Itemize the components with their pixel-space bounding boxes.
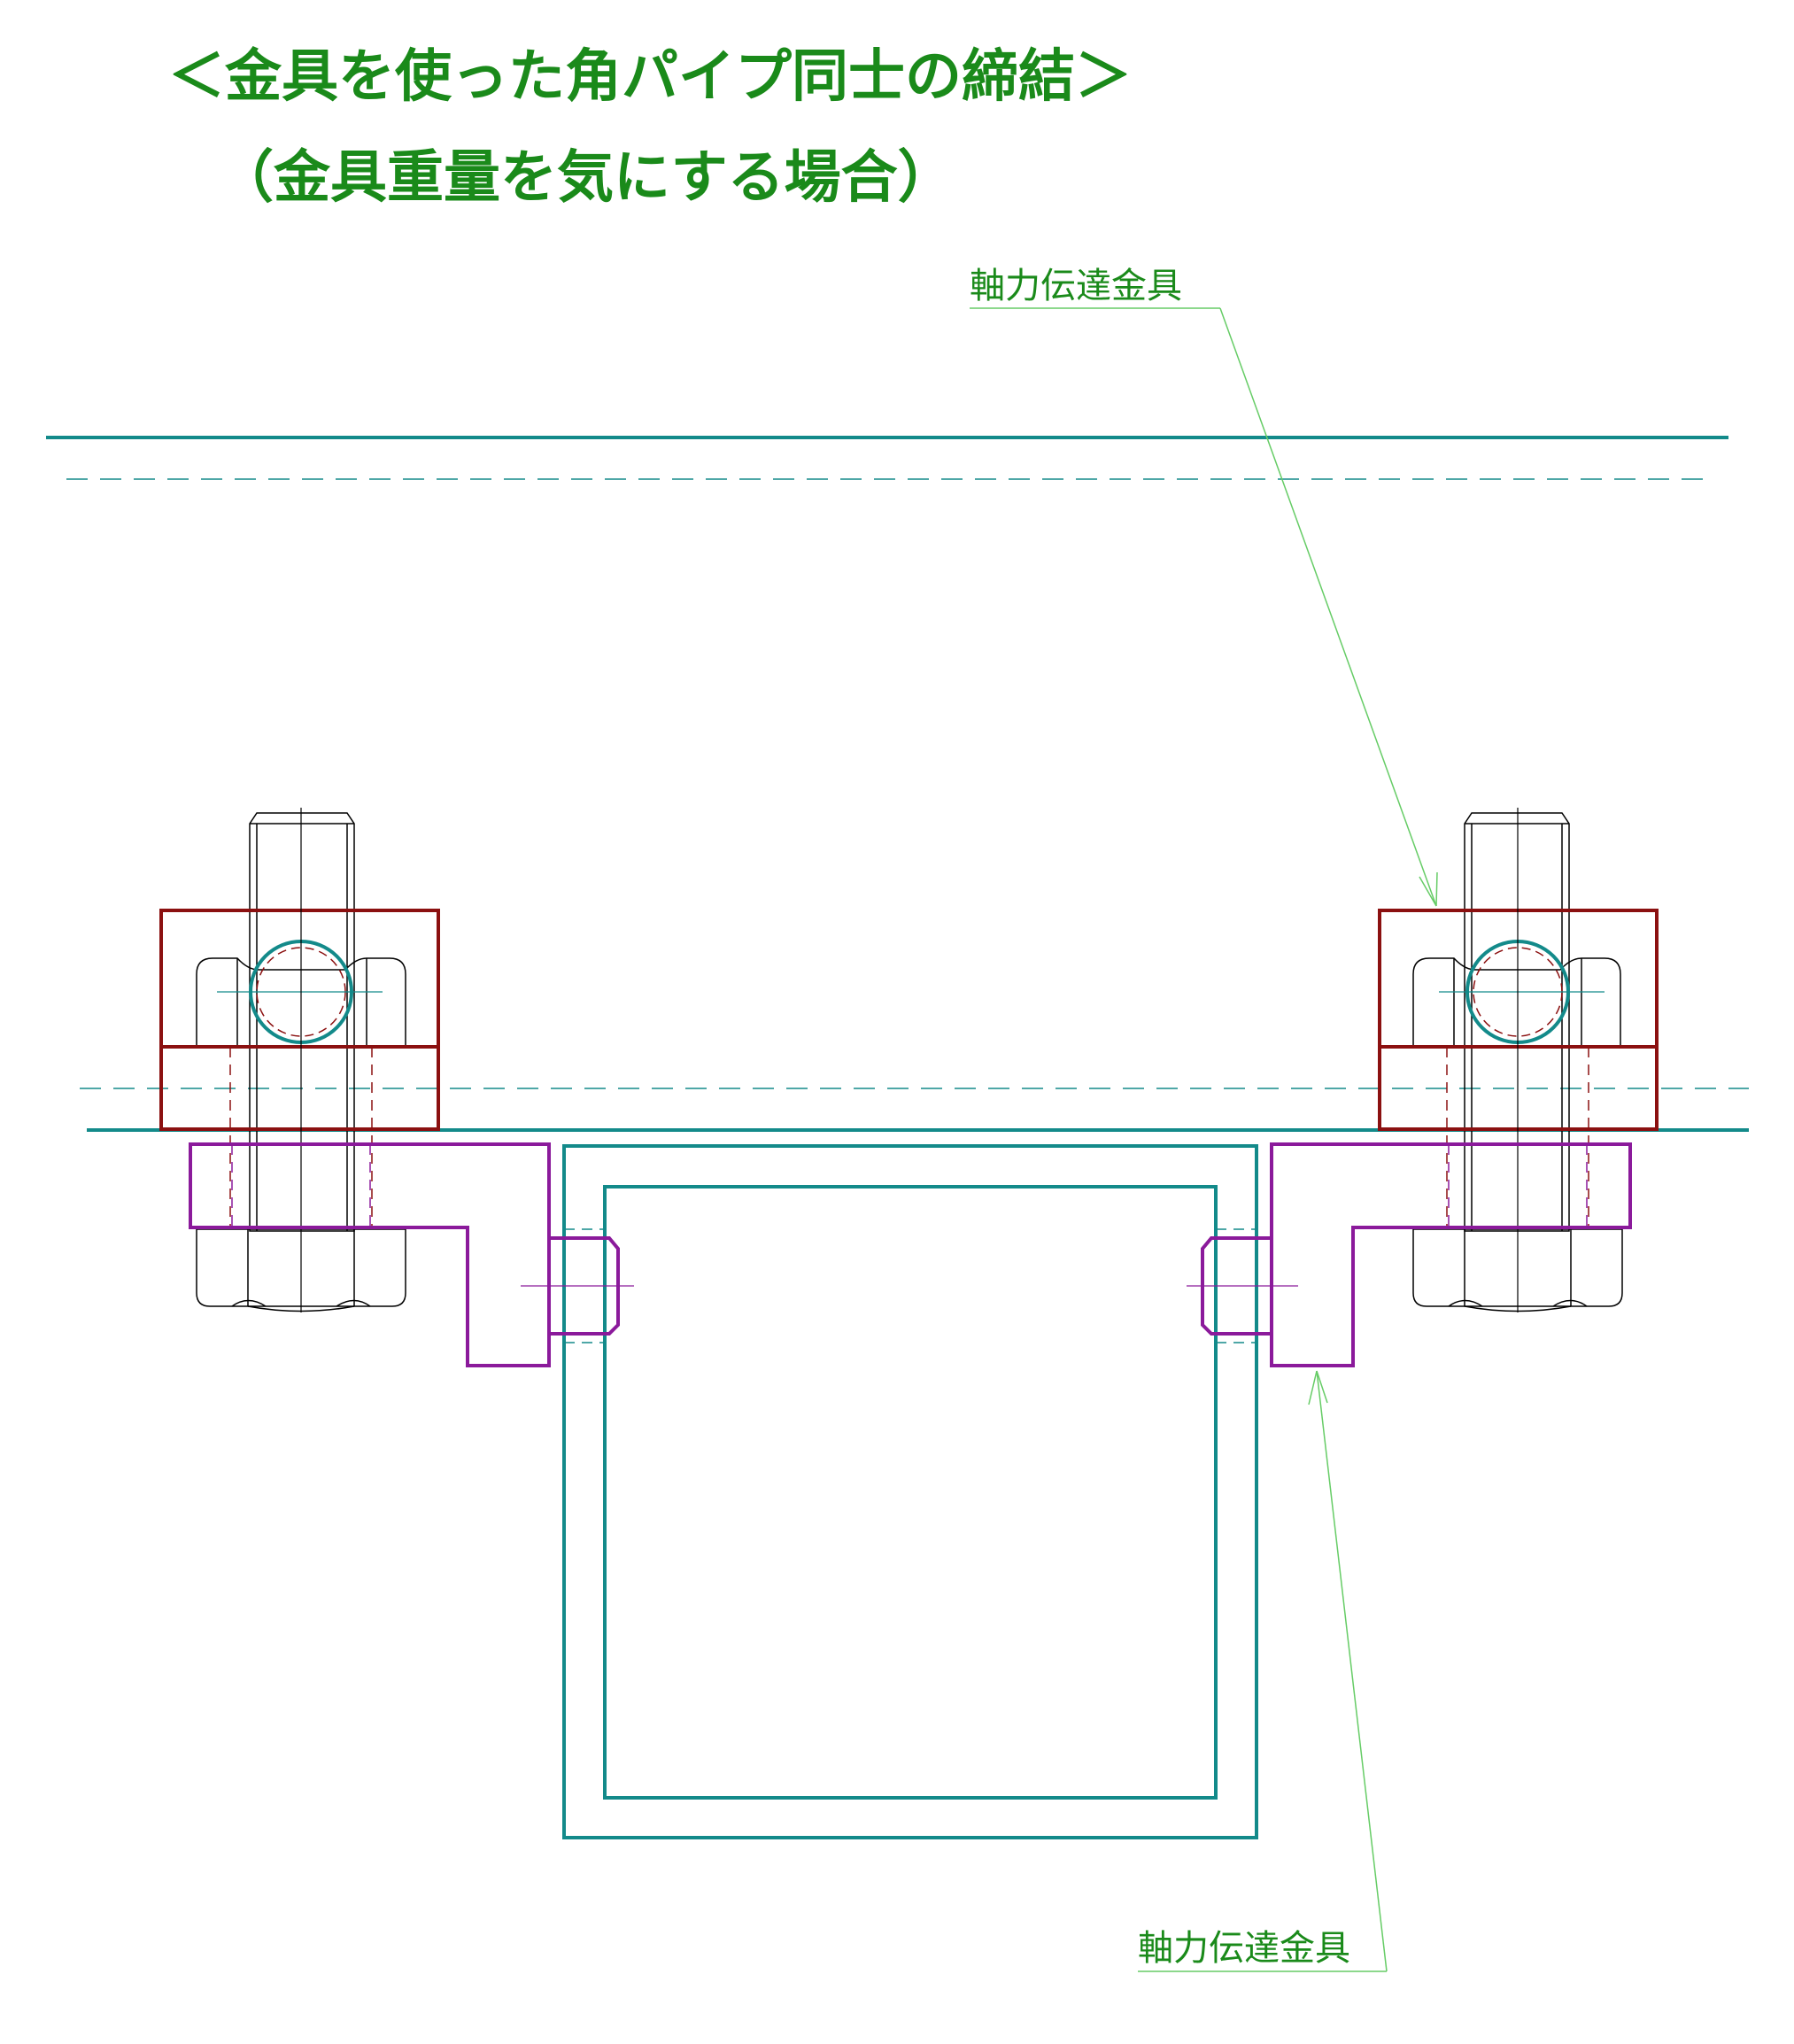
right-pin	[1187, 1228, 1298, 1343]
leader-top: 軸力伝達金具	[970, 266, 1438, 907]
left-bracket-upper	[159, 909, 440, 1049]
left-bolt-head	[196, 1228, 406, 1312]
left-bracket-hole-hidden	[229, 1047, 373, 1229]
left-pin	[521, 1228, 634, 1343]
left-bolt-assembly	[159, 808, 440, 1312]
leader-top-arrowhead	[1419, 871, 1438, 907]
leader-bottom: 軸力伝達金具	[1138, 1370, 1388, 1972]
title-line-2: （金具重量を気にする場合）	[217, 145, 955, 211]
right-bolt-assembly	[1378, 808, 1659, 1312]
left-axial-fitting	[189, 1142, 551, 1367]
right-top-nut	[1412, 957, 1621, 1048]
right-bolt-shaft	[1464, 812, 1570, 1232]
leader-bottom-arrowhead	[1308, 1370, 1328, 1405]
left-fitting-hidden-hole	[231, 1144, 371, 1227]
left-bolt-shaft	[249, 812, 355, 1232]
left-bracket-lower	[159, 1045, 440, 1131]
left-top-nut	[196, 957, 406, 1048]
lower-pipe-inner	[603, 1185, 1218, 1800]
lower-square-pipe	[562, 1144, 1258, 1839]
right-bracket-hole-hidden	[1446, 1047, 1589, 1229]
label-axial-fitting-bottom: 軸力伝達金具	[1138, 1928, 1350, 1969]
label-axial-fitting-top: 軸力伝達金具	[970, 266, 1182, 306]
right-axial-fitting	[1270, 1142, 1632, 1367]
title-line-1: ＜金具を使った角パイプ同士の締結＞	[168, 44, 1132, 110]
right-fitting-hidden-hole	[1448, 1144, 1588, 1227]
lower-pipe-outer	[562, 1144, 1258, 1839]
